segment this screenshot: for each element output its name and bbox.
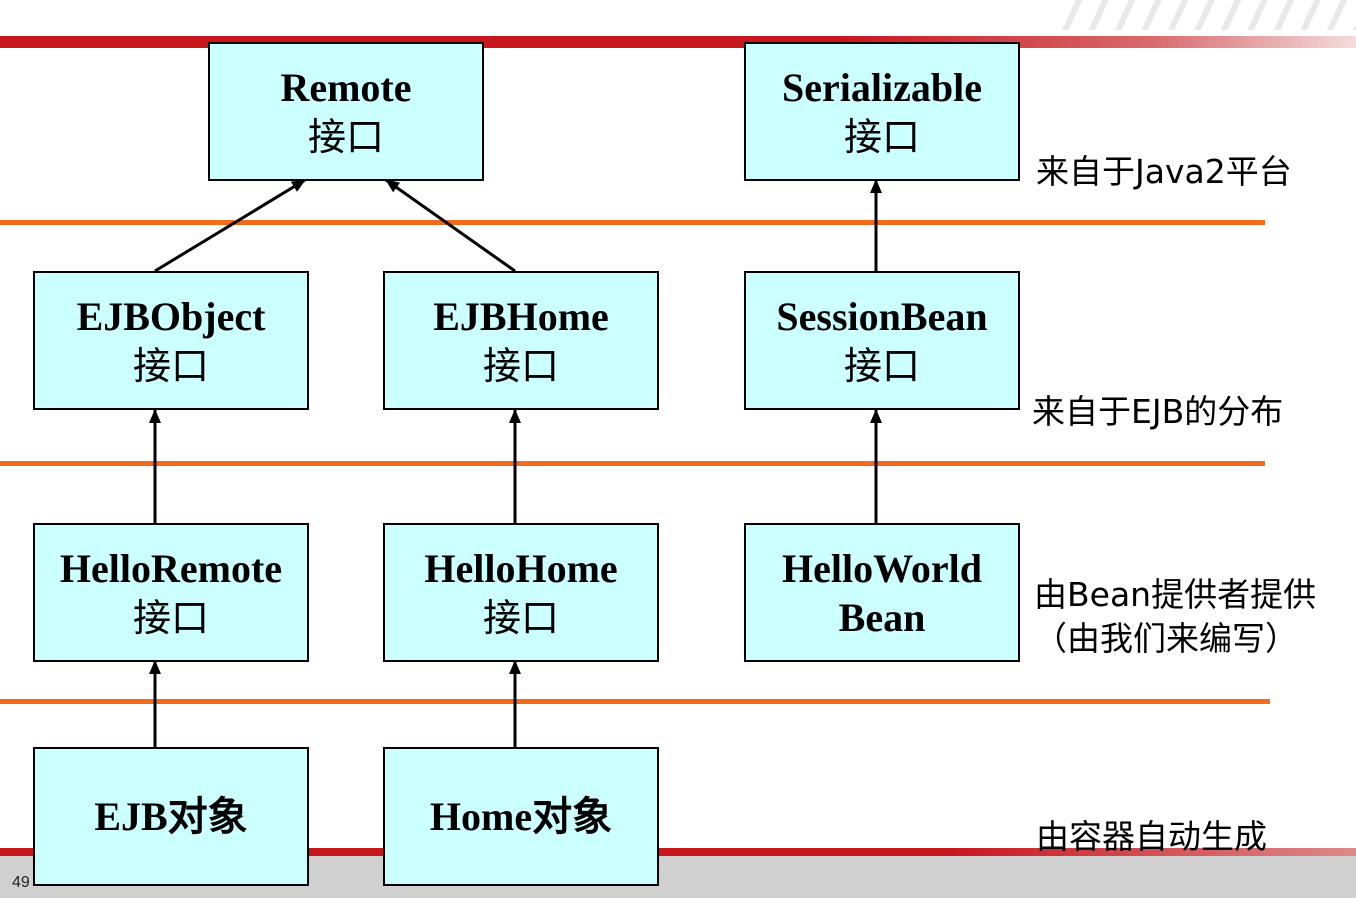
helloremote-interface-box: HelloRemote 接口 [33,523,309,662]
helloremote-interface-kind: 接口 [132,595,209,640]
remote-interface-name: Remote [280,64,412,110]
remote-interface-box: Remote 接口 [208,42,484,181]
layer-label-ejb: 来自于EJB的分布 [1032,392,1284,431]
serializable-interface-box: Serializable 接口 [744,42,1020,181]
layer-separator-1 [0,220,1265,225]
serializable-interface-kind: 接口 [843,114,920,159]
layer-separator-3 [0,699,1270,704]
helloworldbean-box: HelloWorld Bean [744,523,1020,662]
arrow-ejbobject-to-remote [154,178,306,273]
helloworldbean-name-line1: HelloWorld [782,545,982,591]
footer-red-band [0,848,1356,856]
layer-label-container: 由容器自动生成 [1036,817,1267,856]
home-object-impl-box: Home对象 [383,747,659,886]
ejbobject-interface-name: EJBObject [76,293,266,339]
arrow-ejbhome-to-remote [385,178,516,273]
layer-separator-2 [0,461,1265,466]
home-object-impl-label: Home对象 [429,793,613,839]
hellohome-interface-kind: 接口 [482,595,559,640]
header-decoration [1056,0,1356,30]
ejbobject-interface-box: EJBObject 接口 [33,271,309,410]
serializable-interface-name: Serializable [782,64,982,110]
ejbhome-interface-name: EJBHome [433,293,609,339]
ejbhome-interface-kind: 接口 [482,343,559,388]
helloremote-interface-name: HelloRemote [59,545,283,591]
helloworldbean-name-line2: Bean [838,594,926,640]
hellohome-interface-name: HelloHome [424,545,618,591]
remote-interface-kind: 接口 [307,114,384,159]
sessionbean-interface-kind: 接口 [843,343,920,388]
ejb-object-impl-box: EJB对象 [33,747,309,886]
layer-label-bean-provider-note: （由我们来编写） [1034,619,1298,658]
sessionbean-interface-name: SessionBean [776,293,988,339]
layer-label-java2: 来自于Java2平台 [1036,152,1292,191]
sessionbean-interface-box: SessionBean 接口 [744,271,1020,410]
ejb-object-impl-label: EJB对象 [94,793,248,839]
hellohome-interface-box: HelloHome 接口 [383,523,659,662]
ejbobject-interface-kind: 接口 [132,343,209,388]
page-number: 49 [12,874,30,891]
layer-label-bean-provider: 由Bean提供者提供 [1034,575,1317,614]
ejbhome-interface-box: EJBHome 接口 [383,271,659,410]
